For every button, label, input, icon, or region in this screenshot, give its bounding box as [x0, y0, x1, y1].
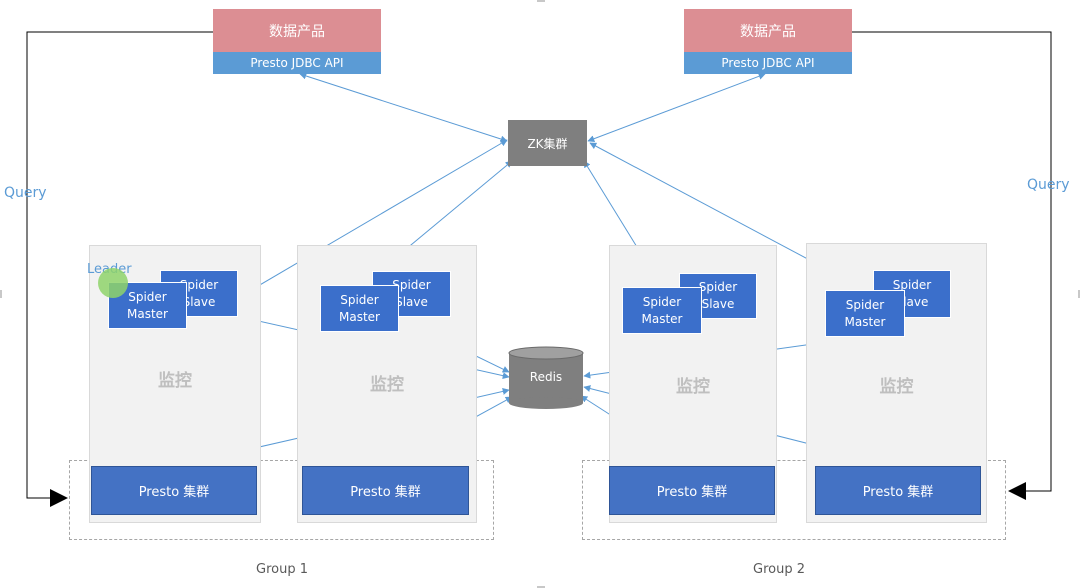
monitor-label-3: 监控	[676, 377, 710, 397]
presto-cluster-3: Presto 集群	[609, 466, 775, 515]
data-product-2-api: Presto JDBC API	[684, 52, 852, 74]
data-product-1-title: 数据产品	[213, 9, 381, 52]
leader-dot	[98, 268, 128, 298]
spider-master-2: Spider Master	[320, 285, 399, 332]
presto-cluster-2: Presto 集群	[302, 466, 469, 515]
monitor-label-4: 监控	[879, 377, 914, 397]
presto-cluster-1: Presto 集群	[91, 466, 257, 515]
query-line-left	[26, 31, 213, 499]
zk-cluster: ZK集群	[508, 120, 587, 166]
query-arrowhead-right	[1008, 482, 1026, 500]
data-product-2-title: 数据产品	[684, 9, 852, 52]
monitor-label-1: 监控	[158, 371, 192, 391]
spider-master-1: Spider Master	[108, 282, 187, 329]
arrow-product2-zk	[587, 72, 766, 143]
monitor-label-2: 监控	[370, 375, 404, 395]
arrow-product1-zk	[299, 72, 508, 143]
edge-mark-top	[537, 0, 545, 2]
query-line-right	[852, 31, 1052, 492]
query-arrowhead-left	[50, 489, 68, 507]
spider-master-3: Spider Master	[622, 287, 702, 334]
edge-mark-right	[1078, 290, 1080, 298]
data-product-1-api: Presto JDBC API	[213, 52, 381, 74]
edge-mark-left	[0, 290, 2, 298]
group-2-box	[582, 460, 1006, 540]
edge-mark-bottom	[537, 586, 545, 588]
group-2-label: Group 2	[753, 562, 805, 577]
spider-master-4: Spider Master	[825, 290, 905, 337]
query-label-right: Query	[1027, 177, 1070, 193]
query-label-left: Query	[4, 185, 47, 201]
presto-cluster-4: Presto 集群	[815, 466, 981, 515]
group-1-box	[69, 460, 494, 540]
redis-cylinder	[508, 346, 584, 409]
group-1-label: Group 1	[256, 562, 308, 577]
redis-label: Redis	[529, 370, 563, 384]
